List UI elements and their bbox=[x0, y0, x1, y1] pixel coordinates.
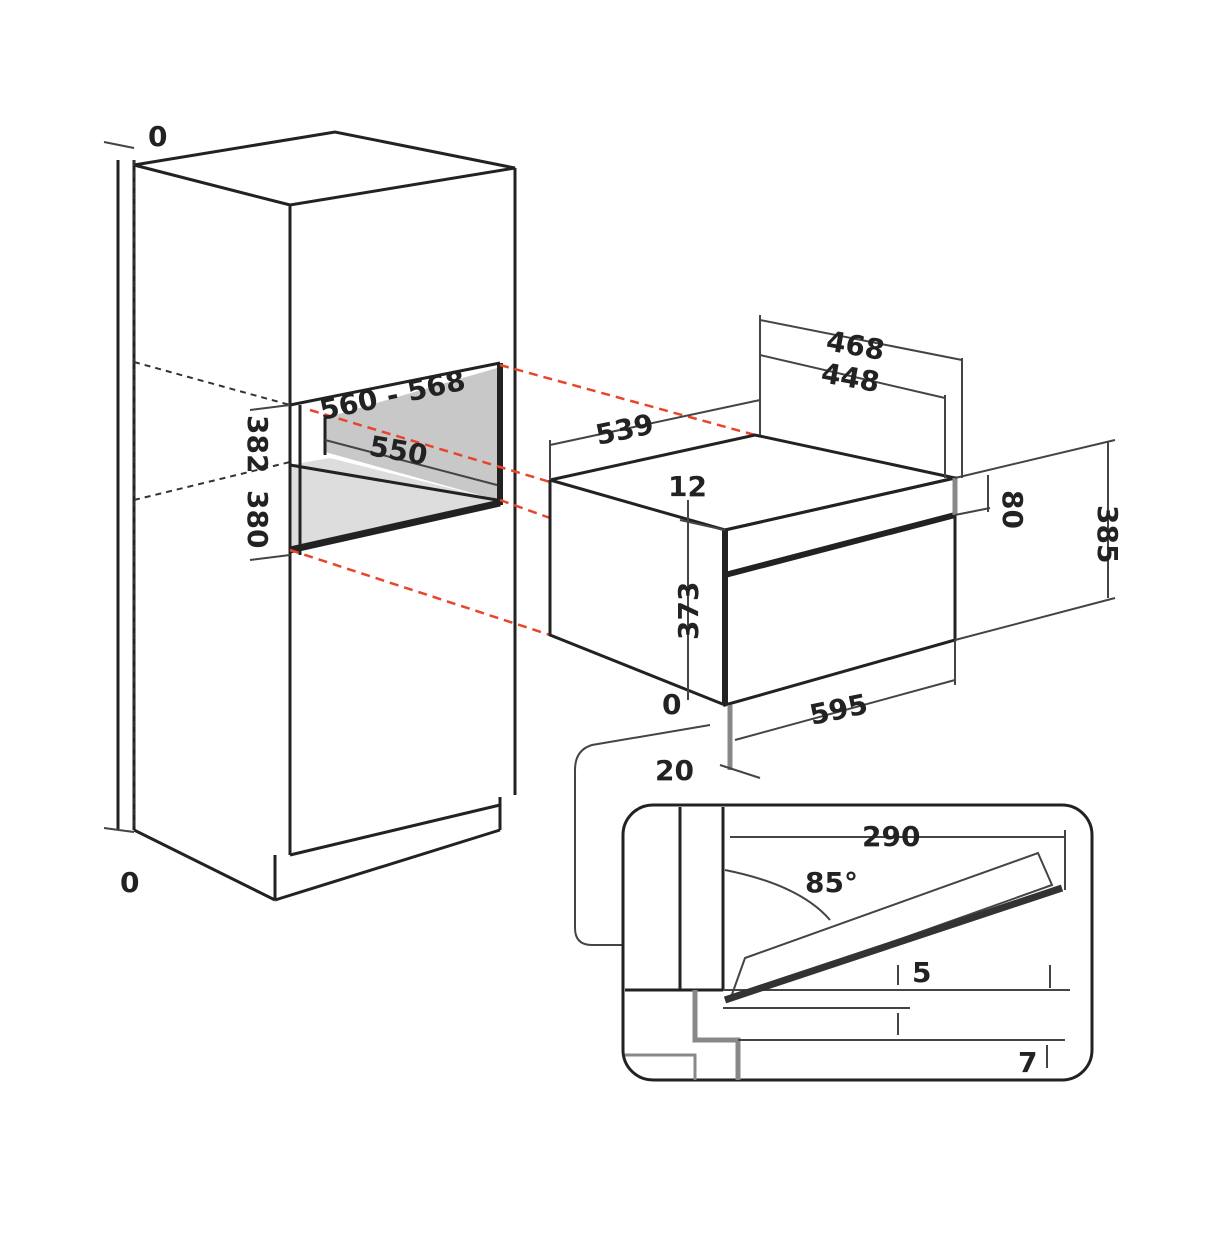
bottom-gap-label: 0 bbox=[662, 688, 681, 721]
door-length-label: 290 bbox=[862, 820, 920, 853]
cabinet-top-gap-label: 0 bbox=[148, 120, 167, 153]
front-thickness-label: 20 bbox=[655, 754, 694, 787]
clearance-a-label: 5 bbox=[912, 956, 931, 989]
niche-height-upper-label: 382 bbox=[241, 415, 274, 473]
door-angle-label: 85° bbox=[805, 866, 858, 899]
door-detail bbox=[621, 803, 1094, 1082]
total-height-label: 385 bbox=[1091, 505, 1124, 563]
depth-label: 539 bbox=[593, 407, 657, 451]
cabinet-bottom-gap-label: 0 bbox=[120, 866, 139, 899]
oven bbox=[548, 315, 1116, 946]
top-offset-label: 12 bbox=[668, 470, 707, 503]
panel-height-label: 80 bbox=[996, 490, 1029, 529]
cabinet bbox=[103, 130, 517, 902]
clearance-b-label: 7 bbox=[1018, 1046, 1037, 1079]
niche-height-lower-label: 380 bbox=[241, 490, 274, 548]
niche bbox=[249, 361, 503, 561]
alignment-lines bbox=[289, 363, 756, 637]
body-height-label: 373 bbox=[672, 582, 705, 640]
front-width-label: 595 bbox=[807, 687, 871, 731]
